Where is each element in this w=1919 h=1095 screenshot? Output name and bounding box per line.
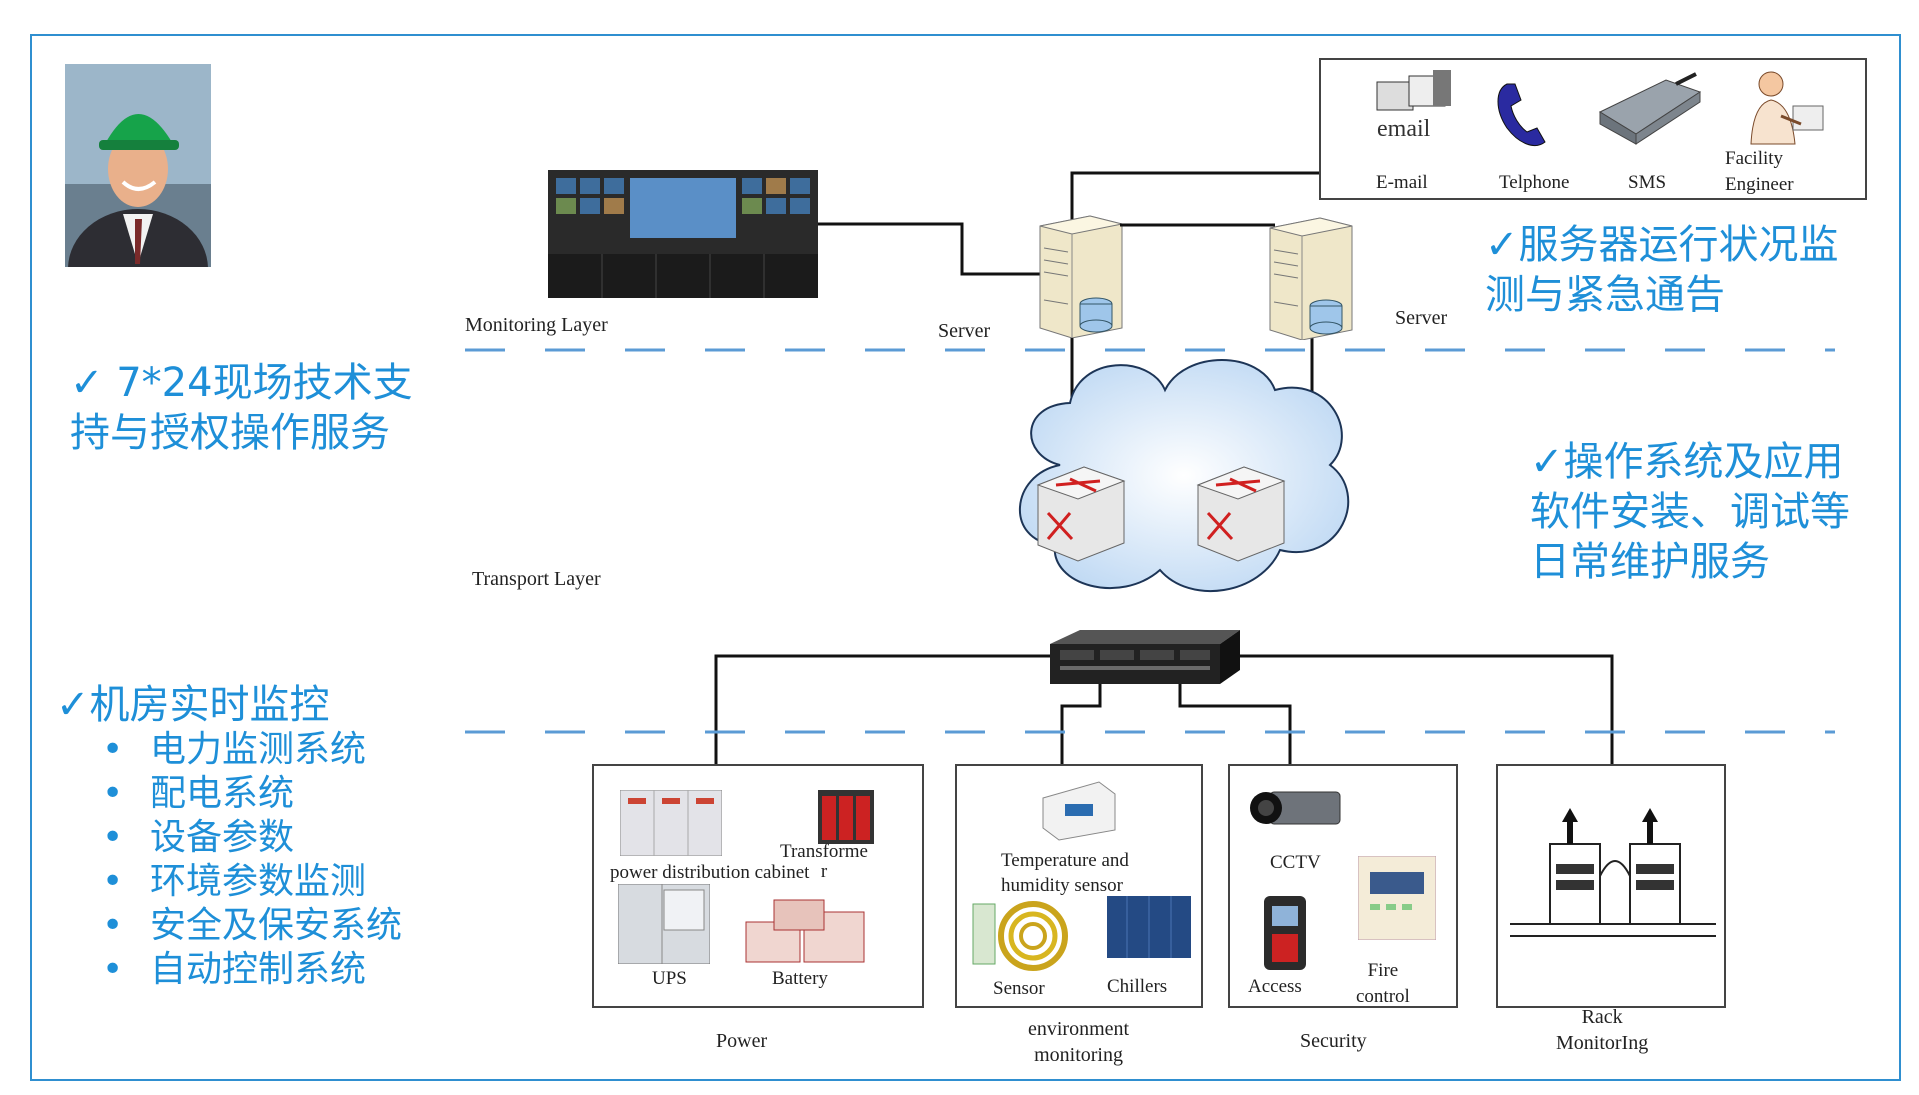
server-monitoring-note: ✓服务器运行状况监 测与紧急通告 [1485, 222, 1839, 318]
notify-label-email: E-mail [1376, 172, 1428, 193]
ups-label: UPS [652, 968, 687, 989]
telephone-icon [1491, 80, 1551, 150]
rack-caption: Rack MonitorIng [1556, 1006, 1649, 1054]
realtime-monitor-title: ✓机房实时监控 [56, 682, 330, 728]
cctv-label: CCTV [1270, 852, 1321, 873]
monitor-subitems: •电力监测系统 •配电系统 •设备参数 •环境参数监测 •安全及保安系统 •自动… [40, 728, 402, 992]
env-group-box: Temperature and humidity sensor Sensor C… [955, 764, 1203, 1008]
outer-frame [30, 34, 1901, 1081]
env-caption: environment monitoring [1028, 1018, 1130, 1066]
server-icon [1260, 210, 1360, 341]
chillers-label: Chillers [1107, 976, 1168, 997]
power-cabinet-icon [619, 789, 723, 857]
video-wall-icon [548, 170, 818, 298]
sensor-label: Sensor [993, 978, 1045, 999]
server-icon [1030, 208, 1130, 339]
notify-label-telephone: Telphone [1499, 172, 1570, 193]
access-label: Access [1248, 976, 1302, 997]
email-icon: email [1373, 70, 1455, 150]
onsite-support-note: ✓ 7*24现场技术支 持与授权操作服务 [70, 360, 413, 456]
access-control-icon [1264, 896, 1306, 970]
notify-label-sms: SMS [1628, 172, 1667, 193]
security-caption: Security [1300, 1030, 1367, 1052]
power-caption: Power [716, 1030, 768, 1052]
list-item: •设备参数 [102, 817, 295, 858]
list-item: •配电系统 [102, 773, 295, 814]
battery-icon [744, 896, 868, 966]
list-item: •自动控制系统 [102, 949, 367, 990]
email-icon-text: email [1377, 116, 1431, 142]
notify-label-engineer: Facility Engineer [1725, 148, 1794, 195]
list-item: •电力监测系统 [102, 729, 367, 770]
fire-control-icon [1357, 855, 1437, 941]
server-label: Server [938, 320, 991, 342]
transformer-label: Transforme r [780, 841, 868, 882]
transport-layer-label: Transport Layer [472, 568, 601, 590]
rack-diagram-icon [1510, 806, 1716, 956]
list-item: •环境参数监测 [102, 861, 367, 902]
sms-modem-icon [1596, 72, 1706, 147]
cctv-icon [1244, 786, 1344, 832]
monitoring-layer-label: Monitoring Layer [465, 314, 608, 336]
rack-group-box [1496, 764, 1726, 1008]
fire-control-label: Fire control [1356, 960, 1410, 1007]
list-item: •安全及保安系统 [102, 905, 403, 946]
transformer-icon [816, 784, 876, 846]
rack-server-icon [1050, 626, 1240, 688]
cabinet-label: power distribution cabinet [610, 862, 810, 883]
chillers-icon [1107, 896, 1191, 958]
sensor-icon [971, 896, 1071, 976]
os-maintenance-note: ✓操作系统及应用 软件安装、调试等 日常维护服务 [1530, 439, 1850, 585]
power-group-box: power distribution cabinet Transforme r … [592, 764, 924, 1008]
server-label: Server [1395, 307, 1448, 329]
notification-panel: email E-mail Telphone SMS Facility Engin… [1319, 58, 1867, 200]
ups-icon [617, 883, 711, 965]
temp-humidity-sensor-icon [1039, 778, 1119, 842]
battery-label: Battery [772, 968, 828, 989]
network-cloud-icon [1000, 345, 1370, 615]
security-group-box: CCTV Access Fire control [1228, 764, 1458, 1008]
temp-sensor-label: Temperature and humidity sensor [1001, 850, 1129, 896]
server-link [1120, 223, 1275, 227]
engineer-icon [1731, 64, 1831, 154]
